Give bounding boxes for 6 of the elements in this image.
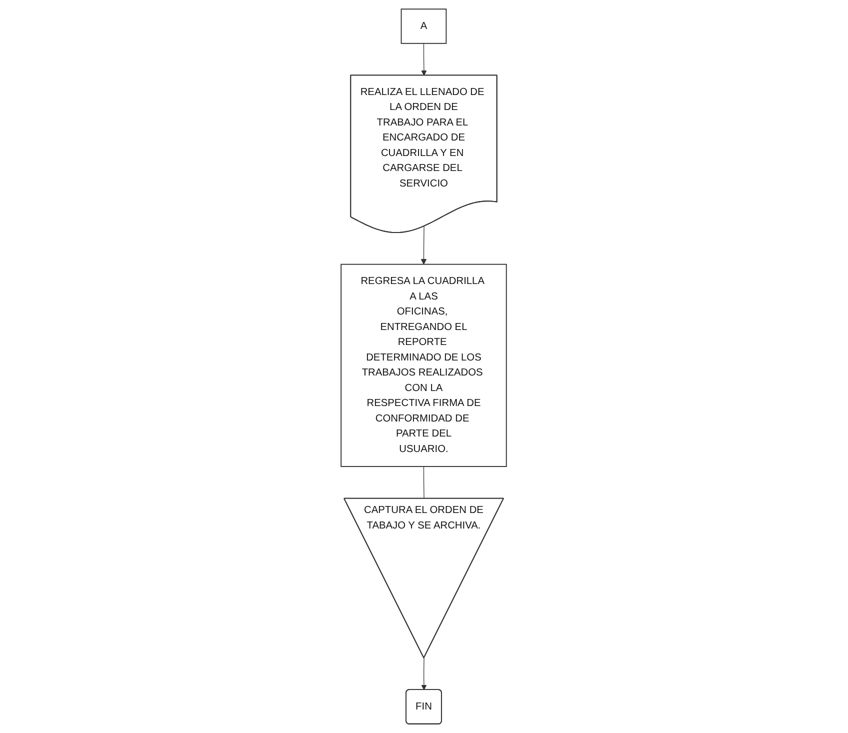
node-box: A <box>401 8 447 44</box>
arrow <box>421 658 428 690</box>
node-box: REGRESA LA CUADRILLA A LAS OFICINAS, ENTREGANDO EL REPORTE DETERMINADO DE LOS TRABAJOS REALIZADOS CON LA RESPECTIVA FIRMA DE CONFORMIDAD DE PARTE DEL USUARIO. <box>340 264 508 467</box>
arrow <box>421 226 427 265</box>
arrow <box>421 43 428 76</box>
connector <box>424 466 425 499</box>
